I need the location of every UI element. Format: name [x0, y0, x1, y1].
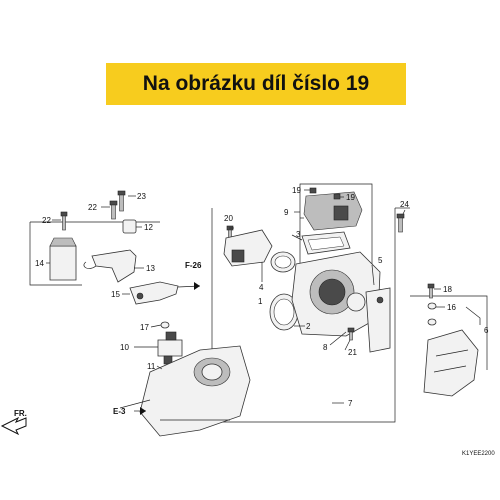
o-ring-17 [160, 321, 170, 329]
ref-e3: E-3 [113, 407, 126, 416]
label-3: 3 [296, 230, 301, 239]
label-6: 6 [484, 326, 489, 335]
label-11: 11 [147, 362, 156, 371]
bracket-5 [365, 287, 391, 353]
leader-lines [46, 189, 481, 409]
label-9: 9 [284, 208, 289, 217]
stay-13 [83, 249, 137, 283]
label-18: 18 [443, 285, 452, 294]
bolt-22-upper [109, 200, 118, 220]
label-8: 8 [323, 343, 328, 352]
label-1: 1 [258, 297, 263, 306]
banner-text: Na obrázku díl číslo 19 [142, 72, 370, 95]
label-22a: 22 [42, 216, 51, 225]
assembly-frame-main [211, 207, 410, 423]
label-24: 24 [400, 200, 409, 209]
assembly-frame-left [29, 221, 160, 286]
cover-6 [423, 329, 479, 397]
label-22b: 22 [88, 203, 97, 212]
highlight-banner: Na obrázku díl číslo 19 [106, 63, 406, 105]
label-19b: 19 [346, 193, 355, 202]
bolt-22-left [60, 211, 68, 231]
label-2: 2 [306, 322, 311, 331]
label-15: 15 [111, 290, 120, 299]
throttle-body-1 [291, 251, 381, 337]
label-16: 16 [447, 303, 456, 312]
assembly-frame-right [410, 295, 488, 370]
injector-10 [157, 331, 183, 365]
label-10: 10 [120, 343, 129, 352]
label-23: 23 [137, 192, 146, 201]
joint-15 [129, 281, 179, 305]
label-17: 17 [140, 323, 149, 332]
sensor-unit-9 [303, 191, 363, 231]
figure-code: K1YEE2200 [462, 451, 495, 457]
screw-21 [347, 327, 355, 341]
label-12: 12 [144, 223, 153, 232]
ref-f26: F-26 [185, 261, 202, 270]
f26-arrow [194, 282, 200, 290]
label-14: 14 [35, 259, 44, 268]
collar-16 [427, 302, 437, 326]
screw-19a [309, 187, 317, 194]
sensor-4 [223, 229, 273, 267]
label-21: 21 [348, 348, 357, 357]
manifold-7 [139, 345, 251, 437]
label-13: 13 [146, 264, 155, 273]
front-arrow-icon [0, 416, 27, 436]
bolt-23 [117, 190, 126, 212]
ref-front: FR. [14, 409, 27, 418]
label-20: 20 [224, 214, 233, 223]
label-5: 5 [378, 256, 383, 265]
gasket-3 [301, 231, 351, 255]
screw-19b [333, 193, 341, 200]
label-7: 7 [348, 399, 353, 408]
gasket-ring [270, 251, 296, 273]
collar-12 [122, 219, 137, 234]
bracket-14 [49, 237, 77, 281]
bolt-18 [427, 283, 435, 299]
label-4: 4 [259, 283, 264, 292]
label-19a: 19 [292, 186, 301, 195]
bolt-24 [396, 213, 405, 233]
e3-arrow [134, 407, 146, 415]
seal-2 [269, 293, 299, 331]
